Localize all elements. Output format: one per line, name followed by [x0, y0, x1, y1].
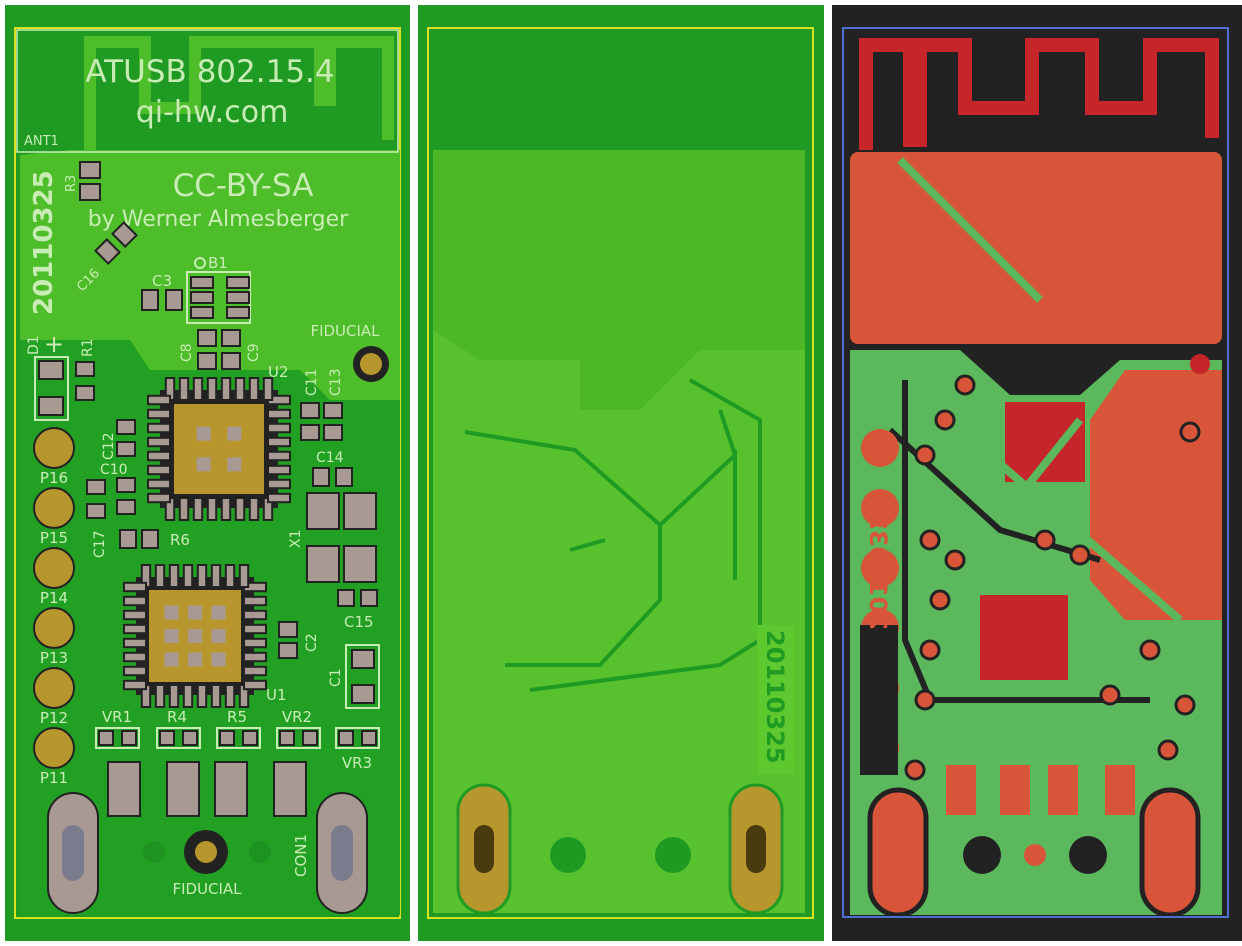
board-title: ATUSB 802.15.4: [85, 54, 334, 90]
ref-c8: C8: [179, 343, 195, 362]
test-point-label: P13: [40, 649, 68, 667]
test-point-label: P12: [40, 709, 68, 727]
date-code: 20110325: [29, 170, 59, 315]
ref-r4: R4: [167, 708, 187, 726]
ref-vr2: VR2: [282, 708, 312, 726]
ref-fiducial-bottom: FIDUCIAL: [172, 880, 242, 898]
ref-con1: CON1: [292, 834, 310, 877]
copper-date-code: 20110325: [864, 496, 892, 630]
ref-d1: D1: [26, 335, 42, 355]
ref-r6: R6: [170, 531, 190, 549]
back-date-code: 20110325: [761, 630, 789, 764]
test-point-label: P16: [40, 469, 68, 487]
back-view-panel: 20110325: [418, 5, 824, 941]
chip-u1: [123, 564, 267, 708]
ref-r5: R5: [227, 708, 247, 726]
test-point-p16: P16: [33, 427, 75, 487]
antenna-copper: [859, 38, 1219, 150]
test-point-label: P15: [40, 529, 68, 547]
license-text: CC-BY-SA: [173, 168, 314, 204]
ref-c11: C11: [304, 368, 320, 396]
ref-c15: C15: [344, 613, 374, 631]
ref-c10: C10: [100, 462, 128, 478]
ref-c13: C13: [328, 368, 344, 396]
test-point-p15: P15: [33, 487, 75, 547]
ref-vr3: VR3: [342, 754, 372, 772]
ref-u1: U1: [266, 686, 287, 704]
test-point-p11: P11: [33, 727, 75, 787]
author-text: by Werner Almesberger: [88, 207, 349, 232]
ref-x1: X1: [288, 530, 304, 549]
ref-u2: U2: [268, 363, 289, 381]
ref-c3: C3: [152, 272, 172, 290]
ref-r1: R1: [80, 338, 96, 357]
ref-ant1: ANT1: [24, 134, 59, 149]
ref-c9: C9: [246, 343, 262, 362]
front-view-panel: ATUSB 802.15.4 qi-hw.com ANT1 CC-BY-SA b…: [5, 5, 410, 941]
test-point-p13: P13: [33, 607, 75, 667]
ref-fiducial-top: FIDUCIAL: [310, 322, 380, 340]
component-b1: B1: [186, 254, 251, 324]
board-url: qi-hw.com: [136, 95, 289, 130]
polarity-plus: +: [44, 330, 64, 358]
ref-vr1: VR1: [102, 708, 132, 726]
ref-c2: C2: [304, 633, 320, 652]
test-point-p14: P14: [33, 547, 75, 607]
ref-c14: C14: [316, 450, 344, 466]
ref-b1: B1: [208, 254, 228, 272]
copper-view-panel: 20110325: [832, 5, 1242, 941]
usb-shield-copper-left: [867, 787, 929, 918]
component-r3: R3: [64, 161, 101, 201]
antenna-trace: [84, 36, 394, 150]
ref-c12: C12: [101, 432, 117, 460]
test-point-p12: P12: [33, 667, 75, 727]
ref-c17: C17: [92, 530, 108, 558]
test-point-label: P14: [40, 589, 68, 607]
test-point-label: P11: [40, 769, 68, 787]
ref-c1: C1: [328, 668, 344, 687]
component-c16: [94, 221, 138, 265]
usb-shield-copper-right: [1139, 787, 1201, 918]
ref-r3: R3: [64, 175, 79, 192]
chip-u2: [147, 377, 291, 521]
